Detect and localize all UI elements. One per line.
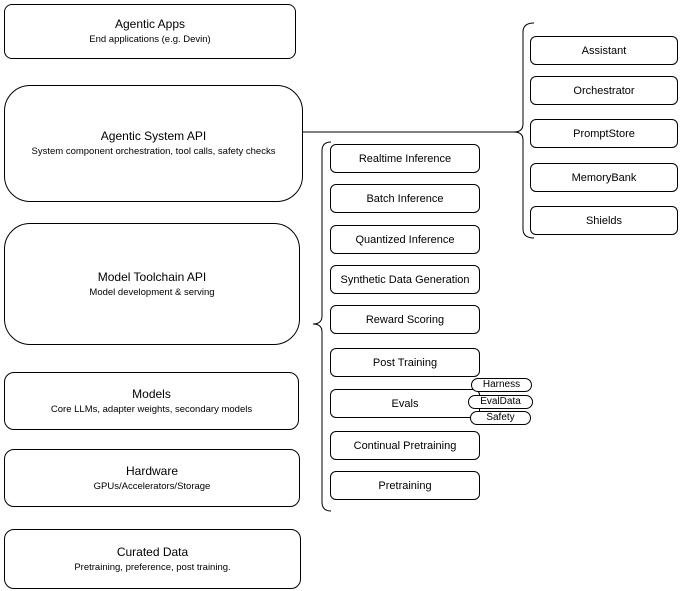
node-label: Reward Scoring bbox=[365, 313, 445, 326]
node-label: Orchestrator bbox=[573, 84, 635, 97]
node-subtitle: GPUs/Accelerators/Storage bbox=[93, 480, 211, 492]
tag-label: Safety bbox=[486, 412, 515, 423]
node-label: Continual Pretraining bbox=[353, 439, 457, 452]
node-label: Quantized Inference bbox=[355, 233, 455, 246]
node-post-training: Post Training bbox=[330, 348, 480, 377]
node-label: Batch Inference bbox=[366, 192, 444, 205]
node-title: Agentic System API bbox=[100, 129, 207, 143]
node-label: MemoryBank bbox=[571, 171, 637, 184]
node-curated-data: Curated Data Pretraining, preference, po… bbox=[4, 529, 301, 589]
node-subtitle: Model development & serving bbox=[89, 286, 215, 298]
node-label: Post Training bbox=[372, 356, 438, 369]
node-agentic-apps: Agentic Apps End applications (e.g. Devi… bbox=[4, 4, 296, 59]
node-title: Curated Data bbox=[116, 544, 189, 559]
node-label: Pretraining bbox=[378, 479, 432, 492]
node-reward-scoring: Reward Scoring bbox=[330, 305, 480, 334]
node-batch-inference: Batch Inference bbox=[330, 184, 480, 213]
node-memorybank: MemoryBank bbox=[530, 163, 678, 192]
tag-harness: Harness bbox=[471, 378, 532, 392]
node-shields: Shields bbox=[530, 206, 678, 235]
node-continual-pretraining: Continual Pretraining bbox=[330, 431, 480, 460]
node-realtime-inference: Realtime Inference bbox=[330, 144, 480, 173]
node-label: Evals bbox=[391, 397, 419, 410]
node-label: Synthetic Data Generation bbox=[340, 273, 470, 286]
node-label: Realtime Inference bbox=[358, 152, 452, 165]
toolchain-group-brace bbox=[312, 141, 332, 512]
node-models: Models Core LLMs, adapter weights, secon… bbox=[4, 372, 299, 430]
node-agentic-system-api: Agentic System API System component orch… bbox=[4, 85, 303, 202]
node-label: Assistant bbox=[581, 44, 627, 57]
node-quantized-inference: Quantized Inference bbox=[330, 225, 480, 254]
node-hardware: Hardware GPUs/Accelerators/Storage bbox=[4, 449, 300, 507]
tag-evaldata: EvalData bbox=[468, 395, 533, 409]
node-title: Models bbox=[132, 386, 171, 401]
node-synthetic-data-generation: Synthetic Data Generation bbox=[330, 265, 480, 294]
node-subtitle: Pretraining, preference, post training. bbox=[74, 561, 231, 573]
node-evals: Evals bbox=[330, 389, 480, 418]
node-title: Agentic Apps bbox=[114, 17, 186, 31]
node-model-toolchain-api: Model Toolchain API Model development & … bbox=[4, 223, 300, 345]
node-assistant: Assistant bbox=[530, 36, 678, 65]
node-label: PromptStore bbox=[573, 127, 635, 140]
tag-label: Harness bbox=[482, 379, 521, 390]
node-subtitle: End applications (e.g. Devin) bbox=[89, 34, 211, 45]
node-orchestrator: Orchestrator bbox=[530, 76, 678, 105]
node-promptstore: PromptStore bbox=[530, 119, 678, 148]
node-label: Shields bbox=[585, 214, 623, 227]
node-pretraining: Pretraining bbox=[330, 471, 480, 500]
node-subtitle: System component orchestration, tool cal… bbox=[31, 146, 276, 157]
node-subtitle: Core LLMs, adapter weights, secondary mo… bbox=[50, 403, 253, 415]
tag-safety: Safety bbox=[470, 411, 531, 425]
tag-label: EvalData bbox=[480, 396, 521, 407]
node-title: Model Toolchain API bbox=[97, 269, 207, 284]
node-title: Hardware bbox=[125, 463, 179, 478]
